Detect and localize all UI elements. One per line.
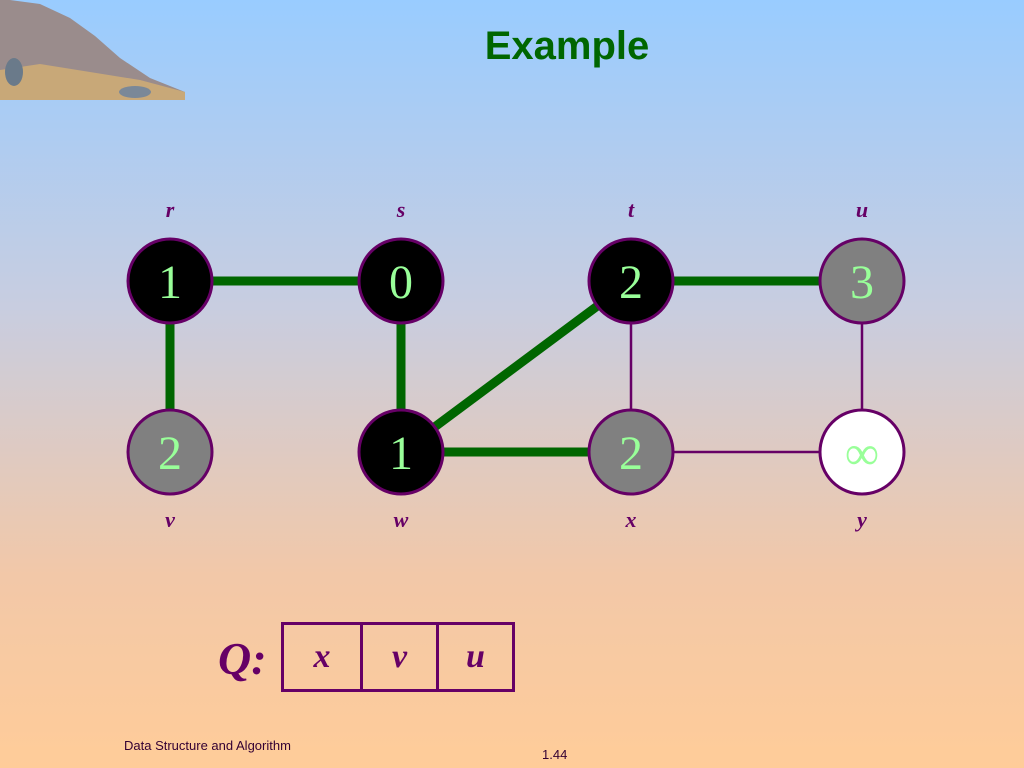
vertex-name-u: u — [855, 197, 869, 222]
vertex-circle-w — [357, 408, 445, 496]
vertex-name-y: y — [857, 507, 867, 532]
vertex-w: 1 — [357, 408, 445, 496]
footer-page-number: 1.44 — [542, 747, 568, 762]
vertex-distance-v: 2 — [158, 427, 182, 480]
queue-cell: x — [313, 638, 331, 675]
vertex-name-w: w — [393, 507, 409, 532]
vertex-r: 1 — [126, 237, 214, 325]
vertex-circle-r — [126, 237, 214, 325]
footer-course: Data Structure and Algorithm — [124, 738, 291, 753]
vertex-name-s: s — [396, 197, 406, 222]
queue-cell: u — [436, 625, 512, 689]
vertex-x: 2 — [587, 408, 675, 496]
vertex-u: 3 — [818, 237, 906, 325]
vertex-name-x: x — [625, 507, 637, 532]
vertex-v: 2 — [126, 408, 214, 496]
vertex-name-v: v — [165, 507, 175, 532]
vertex-distance-x: 2 — [619, 427, 643, 480]
vertex-circle-u — [818, 237, 906, 325]
vertex-circle-t — [587, 237, 675, 325]
edge-w-t — [398, 277, 634, 456]
vertex-distance-s: 0 — [389, 256, 413, 309]
vertex-distance-t: 2 — [619, 256, 643, 309]
queue-label: Q: — [218, 633, 267, 684]
mountain-rock — [5, 58, 23, 86]
vertex-name-r: r — [165, 197, 175, 222]
mountain-logo — [0, 0, 185, 100]
vertex-circle-s — [357, 237, 445, 325]
slide-title: Example — [484, 24, 650, 68]
mountain-rock-small — [119, 86, 151, 98]
vertex-circle-v — [126, 408, 214, 496]
vertex-distance-w: 1 — [389, 427, 413, 480]
vertex-circle-x — [587, 408, 675, 496]
vertex-name-t: t — [627, 197, 635, 222]
vertex-distance-y: ∞ — [845, 427, 879, 480]
vertex-distance-r: 1 — [158, 256, 182, 309]
queue-cell: v — [360, 625, 436, 689]
vertex-t: 2 — [587, 237, 675, 325]
vertex-s: 0 — [357, 237, 445, 325]
vertex-y: ∞ — [818, 408, 906, 496]
vertex-distance-u: 3 — [850, 256, 874, 309]
vertex-circle-y — [818, 408, 906, 496]
